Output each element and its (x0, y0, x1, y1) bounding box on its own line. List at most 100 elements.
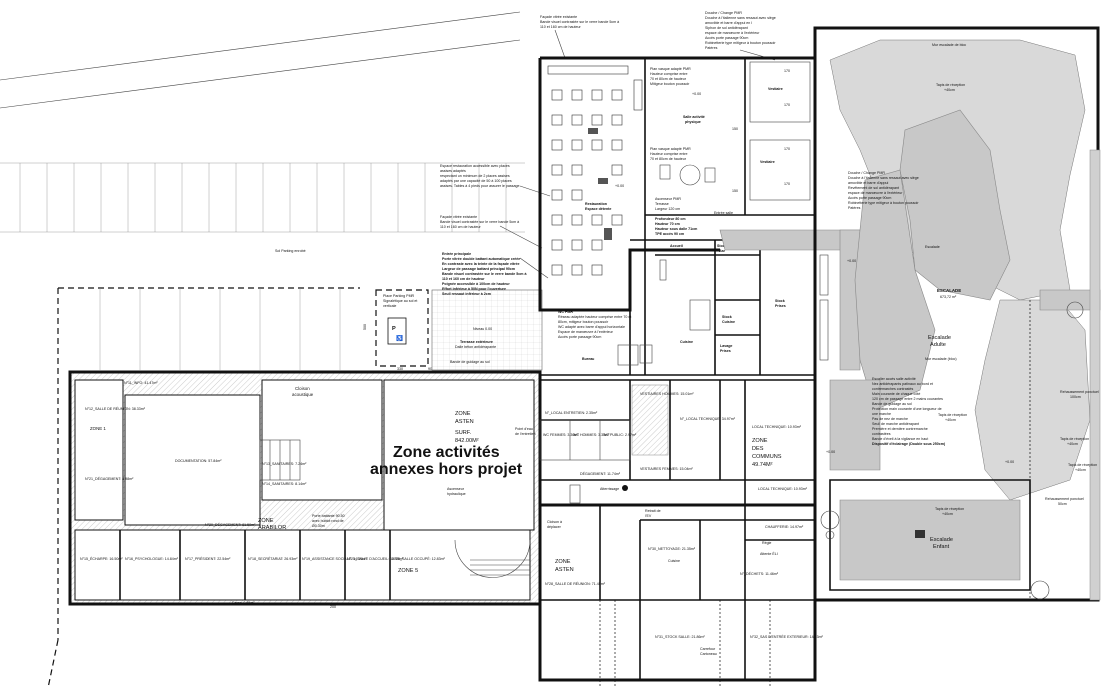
ascenseur-4: Profondeur 80 cm (655, 217, 686, 221)
zone-arabilor-b: ARABILOR (258, 525, 286, 531)
room-r32: Régie (762, 541, 771, 545)
room-r5: N°21_DÉGAGEMENT: 8.98m² (85, 476, 134, 481)
porte-battante-1: Porte battante 90.50 (312, 514, 345, 518)
tapis-reception-5: Tapis de réception (935, 507, 964, 511)
plan-vasque-1: Plan vasque adapté PMR (650, 67, 691, 71)
rehaussement-2: 50cm (1058, 502, 1067, 506)
cote-zero-salle: +0.00 (692, 92, 701, 96)
escalier-7: Protection main courante d'une longueur … (872, 407, 942, 411)
pmr-dim-height: 500 (363, 324, 367, 330)
escalade-enfant-2: Enfant (933, 544, 950, 550)
escalier-14: Dispositif d'éclairage (Double sous 250c… (872, 442, 946, 446)
stock-bar-2: Bar (719, 249, 726, 253)
wc-pmr-note-1: Réseau adaptée hauteur comprise entre 70… (558, 315, 631, 319)
wc-pmr-note-5: Accès porte passage 90cm (558, 335, 601, 339)
restaurant-block: Restauration Espace détente +0.00 Salle … (538, 56, 817, 312)
douche-top-1: Douche / Change PMR (705, 11, 742, 15)
zone-communs-surf: 49.74M² (752, 462, 773, 468)
bande-guidage-label: Bande de guidage au sol (450, 360, 490, 364)
plan-vasque-2: Hauteur comprise entre (650, 72, 688, 76)
zone5-label: ZONE 5 (398, 568, 418, 574)
wc-pmr-note-4: Espace de manœuvre à l'extérieur (558, 330, 614, 334)
room-r16: WC PUBLIC: 2.97m² (603, 433, 637, 437)
mur-escalade-bloc: Mur escalade de bloc (932, 43, 966, 47)
room-r22: N°_LOCAL TECHNIQUE: 34.97m² (680, 417, 736, 421)
middle-service-block: N°_LOCAL ENTRETIEN: 2.35m² WC FEMMES: 3.… (447, 379, 816, 600)
rehaussement-4: 100cm (1070, 395, 1081, 399)
wc-pmr-label: WC PMR (558, 310, 573, 314)
room-r15: WC HOMMES: 3.31m² (573, 433, 610, 437)
room-r21: N°14_SANITAIRES: 8.14m² (262, 482, 307, 486)
cote-escalade-1: +0.00 (847, 259, 856, 263)
facade-top-1: Façade vitrée existante (540, 15, 577, 19)
ascenseur-hydr-1: Ascenseur (447, 487, 465, 491)
dim-150-b: 150 (732, 189, 738, 193)
room-r23: LOCAL TECHNIQUE: 10.93m² (752, 425, 802, 429)
room-r1: N°11_INFO: 41.47m² (124, 381, 158, 385)
rehaussement-3: Rehaussement ponctuel (1060, 390, 1099, 394)
ascenseur-hydr-2: hydraulique (447, 492, 466, 496)
room-r24: CHAUFFERIE: 14.97m² (765, 525, 804, 529)
stock-cuisine-1: Stock (722, 315, 732, 319)
ascenseur-3: Largeur 120 cm (655, 207, 680, 211)
room-r11: N°25_SALLE D'ACCUEIL: 12.80m² (347, 557, 404, 561)
plan-vasque-b1: Plan vasque adapté PMR (650, 147, 691, 151)
plan-vasque-b2: Hauteur comprise entre (650, 152, 688, 156)
escalier-11: Première et dernière contremarche (872, 427, 928, 431)
point-eau-2: de l'entretien (515, 432, 535, 436)
douche-top-3: amovible et barre d'appui en l (705, 21, 752, 25)
dim-170-b: 170 (784, 103, 790, 107)
ascenseur-6: Hauteur sous dalle 71cm (655, 227, 697, 231)
zone-asten-lower: ZONE ASTEN N°28_SALLE DE RÉUNION: 71.45m… (538, 503, 824, 688)
tapis-val-2: +40cm (945, 418, 956, 422)
ascenseur-5: Hauteur 70 cm (655, 222, 680, 226)
tapis-reception-2: Tapis de réception (938, 413, 967, 417)
stock-prises-1: Stock (775, 299, 785, 303)
accueil-label: Accueil (670, 244, 683, 248)
entree-title: Entrée principale (442, 252, 471, 256)
escalade-adulte-2: Adulte (930, 342, 946, 348)
room-r3: DOCUMENTATION: 57.84m² (175, 459, 222, 463)
entree-line-8: Seuil ressaut inférieur à 2cm (442, 292, 491, 296)
tapis-reception-4: Tapis de réception (1068, 463, 1097, 467)
douche-top-4: Siphon de sol antidérapant (705, 26, 748, 30)
zone-communs-b: DES (752, 446, 764, 452)
grey-corridor (719, 229, 861, 371)
room-r29: Cuisine (668, 559, 680, 563)
douche-right-2: Douche à l'italienne sans ressaut avec s… (848, 176, 919, 180)
vestiaire-label-2: Vestiaire (760, 160, 775, 164)
plan-vasque-4: Mitigeur bouton poussoir (650, 82, 690, 86)
activity-circle (679, 164, 701, 186)
terrasse: Niveau 0.00 Terrasse extérieure Dalle bé… (431, 289, 543, 371)
cote-zero-resto: +0.00 (615, 184, 624, 188)
ascenseur-1: Ascenseur PMR (655, 197, 681, 201)
stairs: 200 (330, 539, 531, 609)
porte-battante-2: avec hublot rond de (312, 519, 344, 523)
cloison-acoustique-1: Cloison (295, 386, 310, 391)
escalade-big-2: 673,72 m² (940, 295, 957, 299)
escalier-13: Bande d'éveil à la vigilance en haut (872, 437, 928, 441)
facade-notes: Façade vitrée existante Bande visuel con… (440, 15, 619, 249)
zone-asten-surf-2: 842.00M² (455, 438, 479, 444)
resto-note-5: assises. Tables à 4 pieds pour assurer l… (440, 184, 519, 188)
entree-line-1: Porte vitrée double battant automatique … (442, 257, 520, 261)
plan-vasque-3: 70 et 80cm de hauteur (650, 77, 687, 81)
entree-principale-note: Entrée principale Porte vitrée double ba… (442, 252, 549, 296)
restauration-label-2: Espace détente (585, 207, 611, 211)
douche-top-6: Accès porte passage 90cm (705, 36, 748, 40)
resto-note-1: Espace restauration accessible avec plac… (440, 164, 510, 168)
zone-arabilor-a: ZONE (258, 518, 274, 524)
room-r12: N°26_SALLE OCCUPÉ: 12.83m² (392, 556, 446, 561)
vestiaire-mid (749, 139, 811, 201)
room-r6: N°15_ÉCHARPE: 16.50m² (80, 556, 123, 561)
cote-escalade-3: +0.00 (1005, 460, 1014, 464)
escalade-hall: Mur escalade de bloc Tapis de réception … (813, 26, 1101, 602)
escalade-label: Escalade (925, 245, 940, 249)
zone-asten2-a: ZONE (555, 559, 571, 565)
dim-150-a: 150 (732, 127, 738, 131)
tapis-reception-1: Tapis de réception (936, 83, 965, 87)
lavage-1: Lavage (720, 344, 732, 348)
escalade-enfant-1: Escalade (930, 537, 953, 543)
big-title-1: Zone activités (393, 444, 500, 461)
douche-right-4: Revêtement de sol antidérapant (848, 186, 899, 190)
